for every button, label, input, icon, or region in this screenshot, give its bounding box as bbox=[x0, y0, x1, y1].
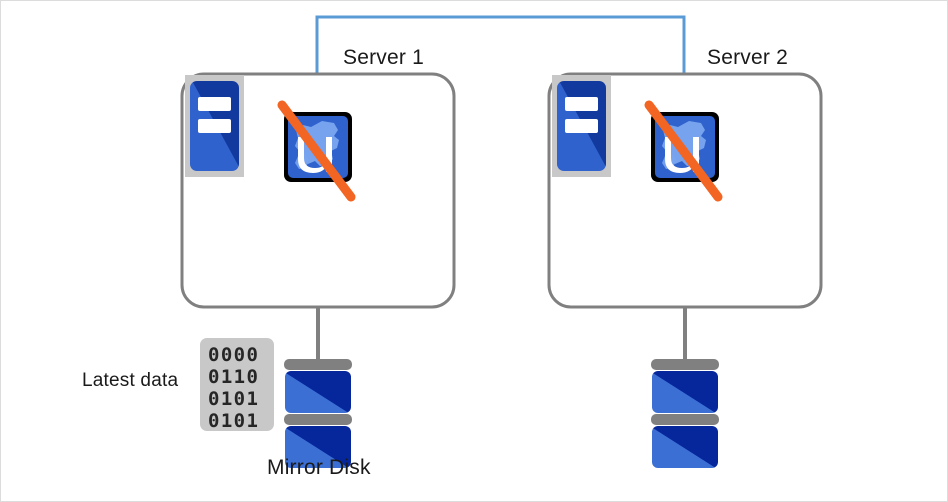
server-2-label: Server 2 bbox=[707, 46, 788, 69]
data-row-0: 0000 bbox=[208, 344, 259, 366]
server-1-group[interactable] bbox=[180, 72, 456, 468]
data-row-3: 0101 bbox=[208, 410, 259, 432]
data-row-1: 0110 bbox=[208, 366, 259, 388]
server-interconnect bbox=[315, 15, 686, 74]
server-1-label: Server 1 bbox=[343, 46, 424, 69]
server-2-stopped-slash-icon bbox=[644, 100, 723, 202]
server-2-server-icon bbox=[552, 75, 611, 177]
latest-data-label: Latest data bbox=[82, 370, 179, 391]
mirror-disk-label: Mirror Disk bbox=[267, 456, 371, 479]
server-2-group[interactable] bbox=[547, 72, 823, 468]
server-1-server-icon bbox=[185, 75, 244, 177]
server-2-mirror-disk[interactable] bbox=[651, 359, 719, 468]
server-1-stopped-slash-icon bbox=[277, 100, 356, 202]
data-row-2: 0101 bbox=[208, 388, 259, 410]
server-1-mirror-disk[interactable] bbox=[284, 359, 352, 468]
latest-data-rows: 0000 0110 0101 0101 bbox=[208, 344, 259, 432]
latest-data-block bbox=[200, 338, 274, 431]
